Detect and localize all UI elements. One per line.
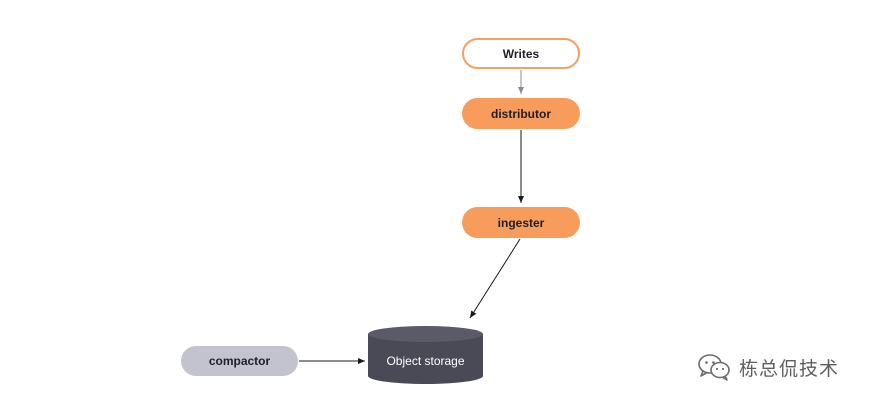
distributor-node: distributor bbox=[462, 98, 580, 129]
watermark: 栋总侃技术 bbox=[697, 350, 839, 384]
object-storage-label: Object storage bbox=[386, 354, 465, 368]
wechat-icon bbox=[698, 354, 730, 381]
ingester-label: ingester bbox=[497, 215, 545, 230]
watermark-text: 栋总侃技术 bbox=[739, 357, 840, 380]
ingester-node: ingester bbox=[462, 207, 580, 238]
object-storage-cylinder bbox=[368, 326, 483, 384]
distributor-label: distributor bbox=[491, 106, 551, 121]
writes-label: Writes bbox=[502, 46, 540, 61]
compactor-label: compactor bbox=[208, 354, 271, 368]
compactor-node: compactor bbox=[181, 346, 298, 376]
writes-node: Writes bbox=[462, 38, 580, 69]
arrow-ingester-to-storage bbox=[469, 238, 521, 319]
